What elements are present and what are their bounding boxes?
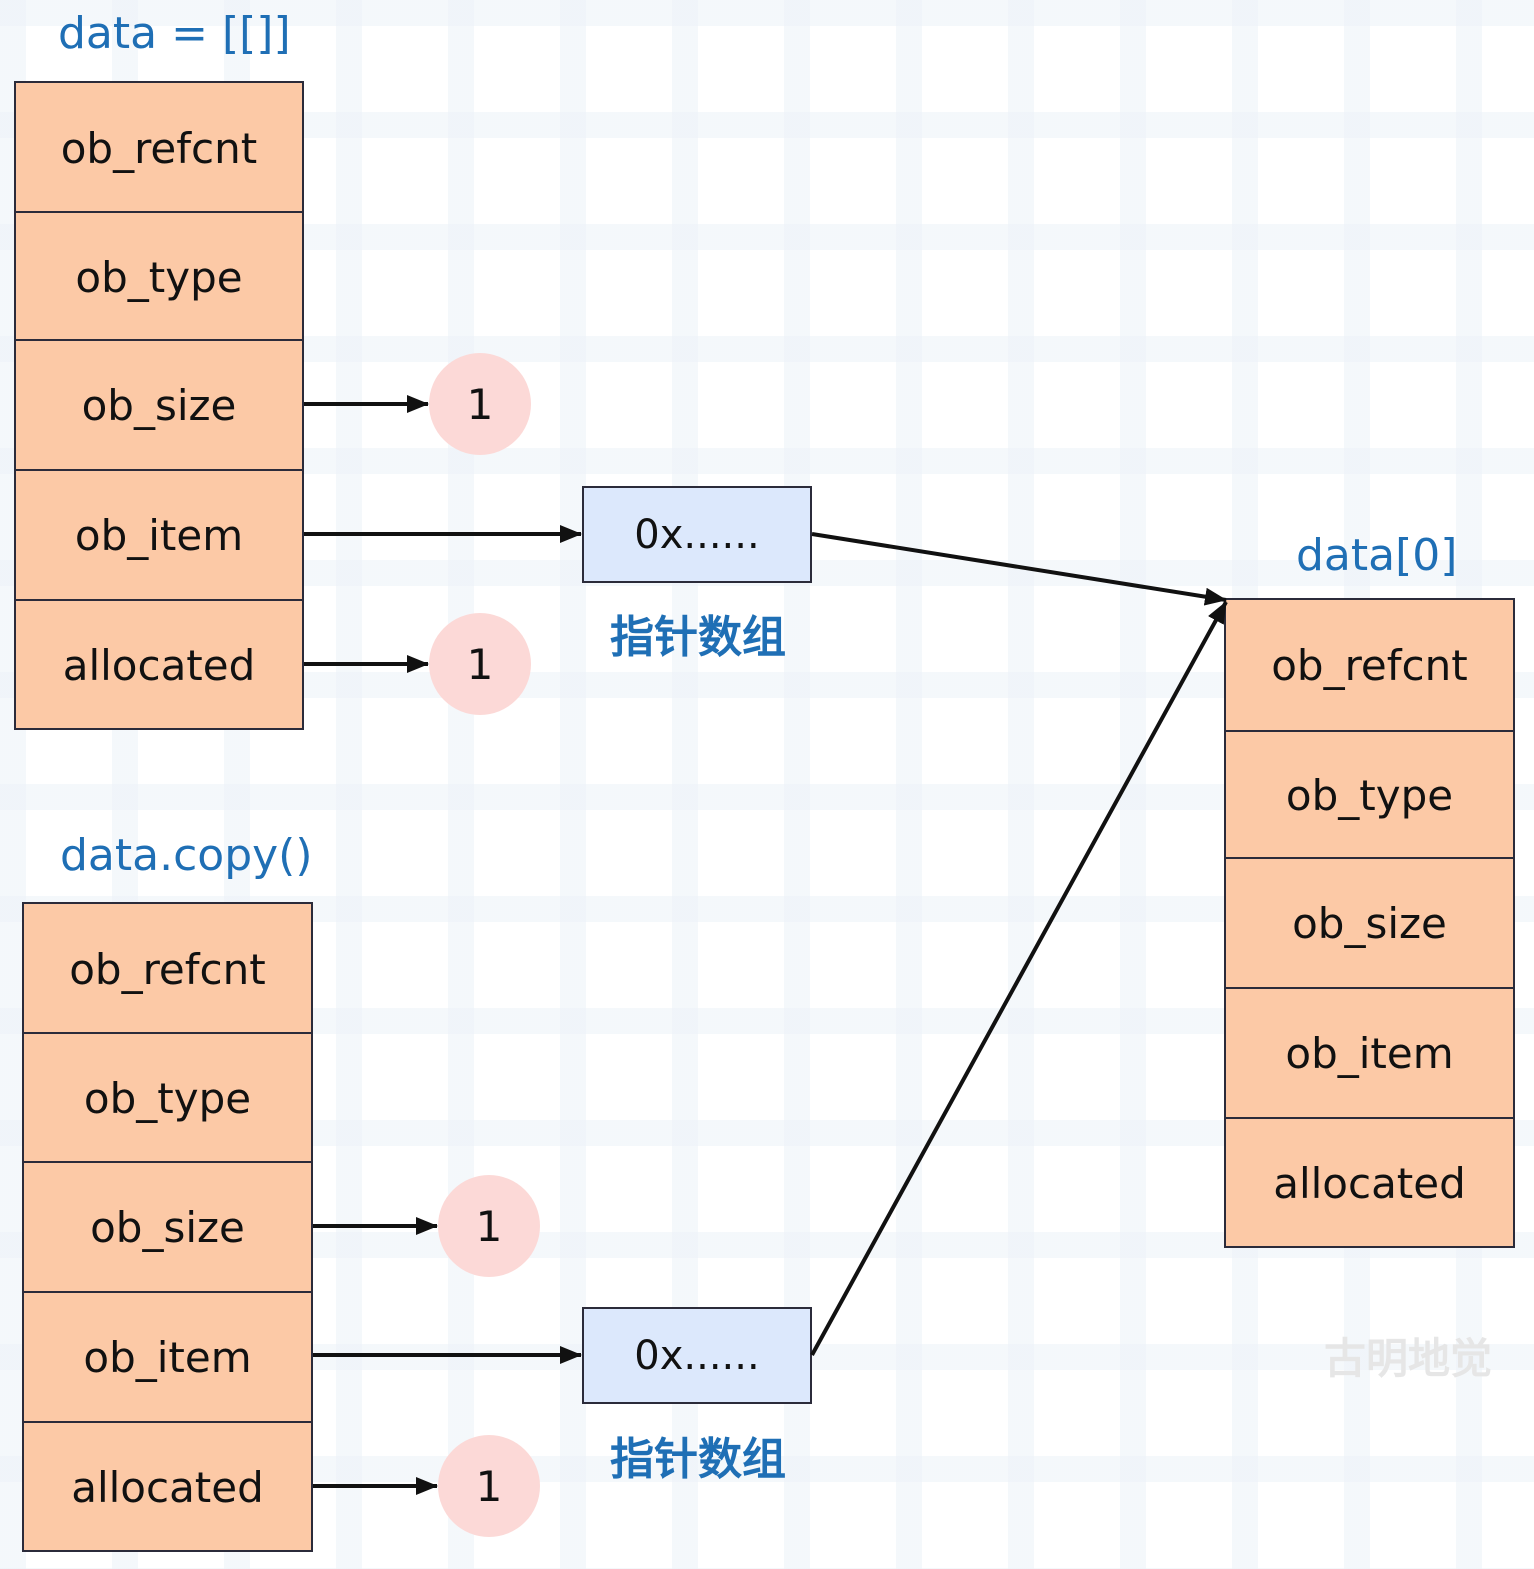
inner-ob-refcnt: ob_refcnt <box>1271 640 1468 690</box>
copy-allocated: allocated <box>24 1421 311 1552</box>
inner-list-title: data[0] <box>1296 530 1458 581</box>
copy-size-value: 1 <box>438 1175 540 1277</box>
arrow-data-ptr-to-inner <box>811 532 1227 606</box>
copy-list-struct: ob_refcnt ob_type ob_size ob_item alloca… <box>22 902 313 1552</box>
data-allocated-value: 1 <box>429 613 531 715</box>
data-title: data = [[]] <box>58 8 291 59</box>
data-size-value: 1 <box>429 353 531 455</box>
inner-ob-size: ob_size <box>1226 857 1513 987</box>
data-pointer-array: 0x...... <box>582 486 812 583</box>
copy-ob-item: ob_item <box>24 1291 311 1421</box>
copy-ob-size: ob_size <box>24 1161 311 1291</box>
data-ob-size: ob_size <box>16 339 302 469</box>
copy-ob-refcnt: ob_refcnt <box>69 944 266 994</box>
data-allocated: allocated <box>16 599 302 730</box>
copy-title: data.copy() <box>60 830 313 881</box>
copy-allocated-value: 1 <box>438 1435 540 1537</box>
copy-pointer-array-caption: 指针数组 <box>610 1434 786 1485</box>
watermark: 古明地觉 <box>1324 1334 1493 1383</box>
arrow-copy-ptr-to-inner <box>810 601 1228 1356</box>
copy-pointer-array: 0x...... <box>582 1307 812 1404</box>
data-ob-item: ob_item <box>16 469 302 599</box>
data-pointer-array-caption: 指针数组 <box>610 612 786 663</box>
inner-ob-type: ob_type <box>1226 730 1513 858</box>
inner-allocated: allocated <box>1226 1117 1513 1248</box>
inner-ob-item: ob_item <box>1226 987 1513 1117</box>
data-list-struct: ob_refcnt ob_type ob_size ob_item alloca… <box>14 81 304 730</box>
data-ob-refcnt: ob_refcnt <box>60 123 258 173</box>
copy-ob-type: ob_type <box>24 1032 311 1162</box>
data-ob-type: ob_type <box>16 211 302 341</box>
inner-list-struct: ob_refcnt ob_type ob_size ob_item alloca… <box>1224 598 1515 1248</box>
